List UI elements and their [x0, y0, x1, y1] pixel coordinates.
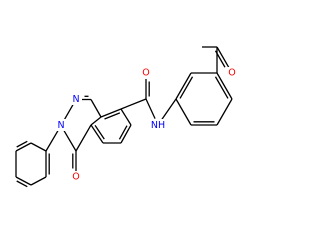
bond-amide-n	[145, 98, 156, 119]
bond-c4a-c4	[75, 124, 92, 152]
bond-c8a-c8-inner	[104, 112, 121, 120]
atom-o-acetyl: O	[227, 67, 237, 79]
bond-c8a-c8	[100, 108, 122, 118]
bond-c2-c8a	[90, 99, 102, 118]
atom-label-n-ring-top: N	[72, 94, 79, 105]
bond-a4-a5	[216, 98, 233, 126]
bond-c8-amide	[120, 98, 147, 110]
atom-label-o-acetyl: O	[228, 68, 235, 79]
bond-a1-a2	[175, 72, 192, 100]
bond-ph1-ph2	[30, 142, 47, 152]
bond-c5-c4a	[90, 124, 104, 144]
bond-n1-phenyl	[45, 130, 59, 152]
bond-ph4-ph5	[15, 176, 32, 186]
bond-ph5-ph6	[30, 176, 47, 186]
bond-ph2-ph3	[15, 142, 32, 152]
bond-n1-n3	[63, 104, 74, 121]
bond-c8a-c4a	[90, 116, 102, 126]
bond-c4-n1	[63, 130, 77, 152]
bond-ph2-ph3-inner	[16, 140, 28, 148]
bonds	[15, 46, 233, 188]
atom-label-o-ring-carbonyl: O	[72, 172, 79, 183]
atom-n-ring-phenyl: N	[56, 119, 66, 131]
atom-label-n-ring-phenyl: N	[57, 120, 64, 131]
atom-n-ring-top: N	[71, 93, 81, 105]
bond-a6-a1	[175, 98, 192, 126]
atom-label-n-amide: NH	[151, 120, 165, 131]
bond-c7-c6	[120, 124, 132, 144]
bond-acetyl-o	[216, 46, 230, 69]
bond-c5-c4a-inner	[94, 124, 105, 140]
chemical-structure-diagram: N N O O NH O	[15, 46, 237, 188]
atom-o-ring-carbonyl: O	[71, 171, 81, 183]
bond-c8-c7	[120, 108, 132, 126]
bond-a3-a4	[216, 72, 233, 100]
atom-o-amide: O	[141, 67, 151, 79]
bond-c7-c6-inner	[118, 125, 128, 140]
bond-ph4-ph5-inner	[16, 180, 28, 188]
bond-a1-a2-inner	[179, 76, 194, 99]
bond-acetyl-o-inner	[214, 50, 226, 68]
atom-n-amide: NH	[150, 119, 166, 131]
bond-a3-a4-inner	[214, 76, 229, 99]
bond-n-aryl	[161, 98, 177, 120]
atom-label-o-amide: O	[142, 68, 149, 79]
